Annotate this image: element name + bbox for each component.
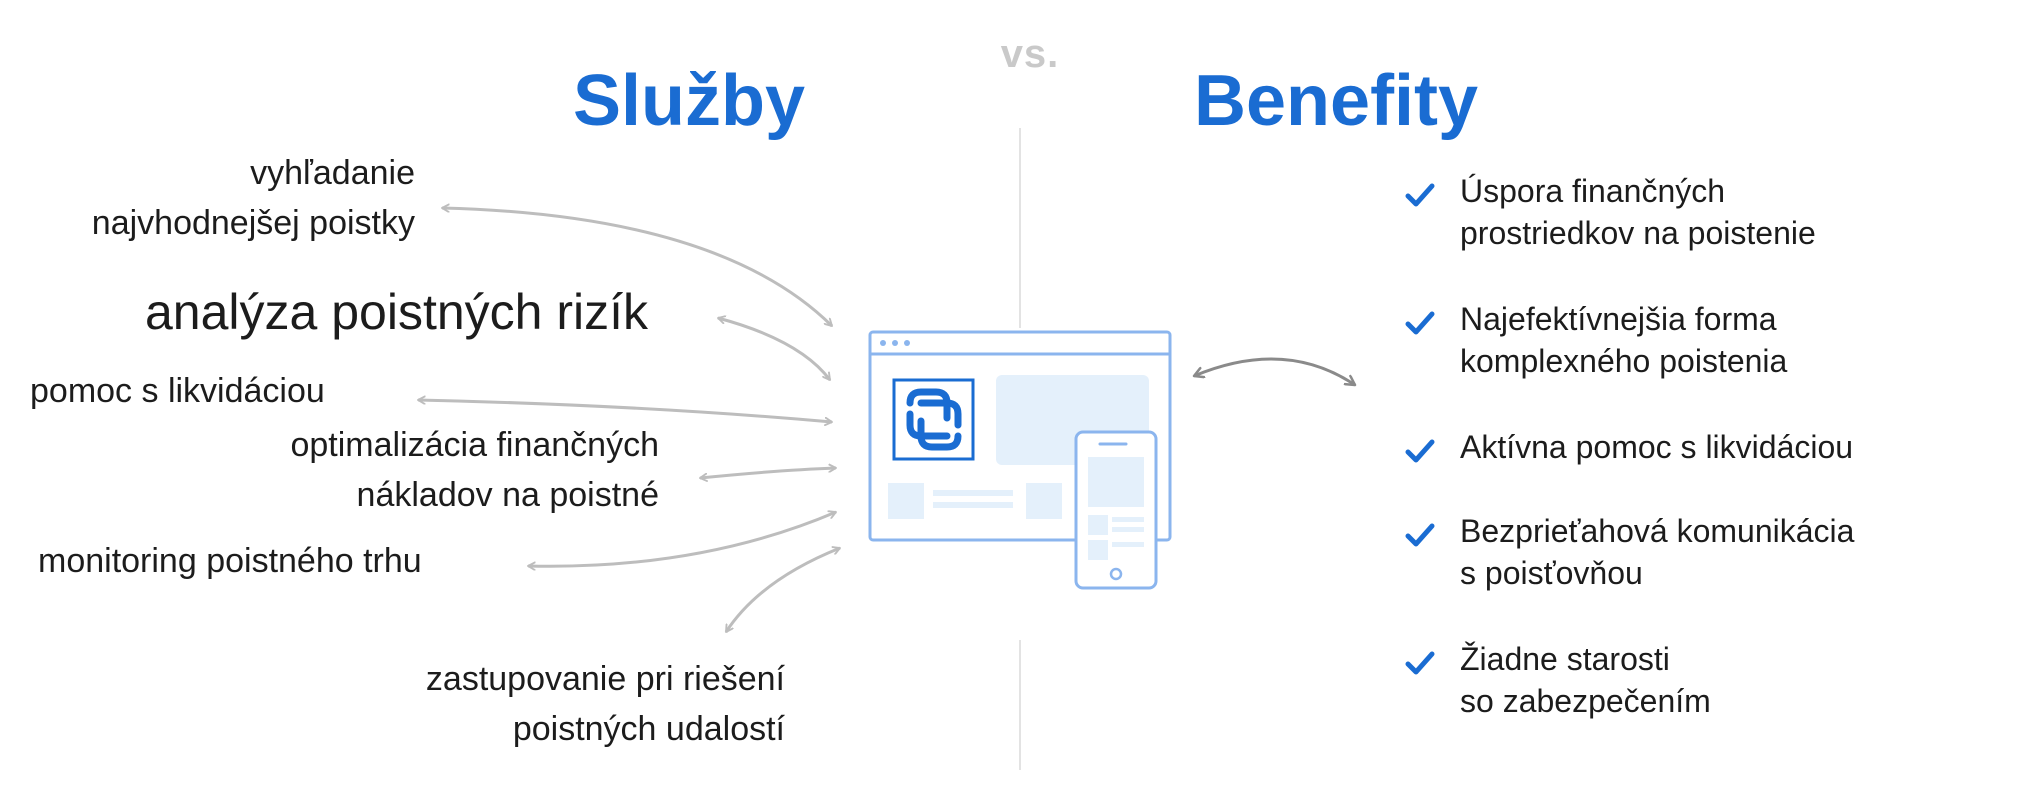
center-divider-bottom xyxy=(1019,640,1021,770)
benefit-line: s poisťovňou xyxy=(1460,555,1643,591)
service-arrows xyxy=(418,208,840,632)
benefit-line: Žiadne starosti xyxy=(1460,641,1670,677)
benefit-line: Bezprieťahová komunikácia xyxy=(1460,513,1855,549)
arrow-representation xyxy=(724,548,840,632)
arrow-risk-analysis xyxy=(718,318,832,380)
benefit-line: so zabezpečením xyxy=(1460,683,1711,719)
vs-label: vs. xyxy=(1000,32,1060,76)
arrow-market-monitoring xyxy=(528,512,836,566)
service-line: optimalizácia finančných xyxy=(290,426,659,464)
arrow-devices-benefits xyxy=(1194,357,1355,385)
service-line: najvhodnejšej poistky xyxy=(91,204,415,242)
benefit-line: Úspora finančných xyxy=(1460,173,1726,209)
center-divider-top xyxy=(1019,128,1021,328)
service-line: pomoc s likvidáciou xyxy=(30,372,325,410)
smartphone-icon xyxy=(1074,430,1158,590)
check-icon xyxy=(1405,651,1435,675)
benefit-line: komplexného poistenia xyxy=(1460,343,1788,379)
arrow-cost-optimization xyxy=(700,468,836,478)
check-icon xyxy=(1405,183,1435,207)
service-cost-optimization: optimalizácia finančných nákladov na poi… xyxy=(290,420,659,520)
benefits-title: Benefity xyxy=(1194,61,1479,141)
benefit-line: Najefektívnejšia forma xyxy=(1460,301,1777,337)
service-line: nákladov na poistné xyxy=(356,476,659,514)
services-title: Služby xyxy=(573,61,806,141)
service-line: monitoring poistného trhu xyxy=(38,542,422,580)
arrow-claims-help xyxy=(418,400,832,422)
benefit-line: Aktívna pomoc s likvidáciou xyxy=(1460,429,1854,465)
service-representation: zastupovanie pri riešení poistných udalo… xyxy=(426,654,785,754)
service-line: zastupovanie pri riešení xyxy=(425,660,785,698)
arrow-search-policy xyxy=(442,208,834,328)
benefit-line: prostriedkov na poistenie xyxy=(1460,215,1816,251)
service-line: vyhľadanie xyxy=(250,154,415,192)
service-search-policy: vyhľadanie najvhodnejšej poistky xyxy=(92,148,415,248)
check-icon xyxy=(1405,523,1435,547)
logo-icon xyxy=(892,378,975,461)
check-icon xyxy=(1405,311,1435,335)
service-line: poistných udalostí xyxy=(512,710,785,748)
service-market-monitoring: monitoring poistného trhu xyxy=(38,536,422,586)
check-icon xyxy=(1405,439,1435,463)
service-claims-help: pomoc s likvidáciou xyxy=(30,366,325,416)
